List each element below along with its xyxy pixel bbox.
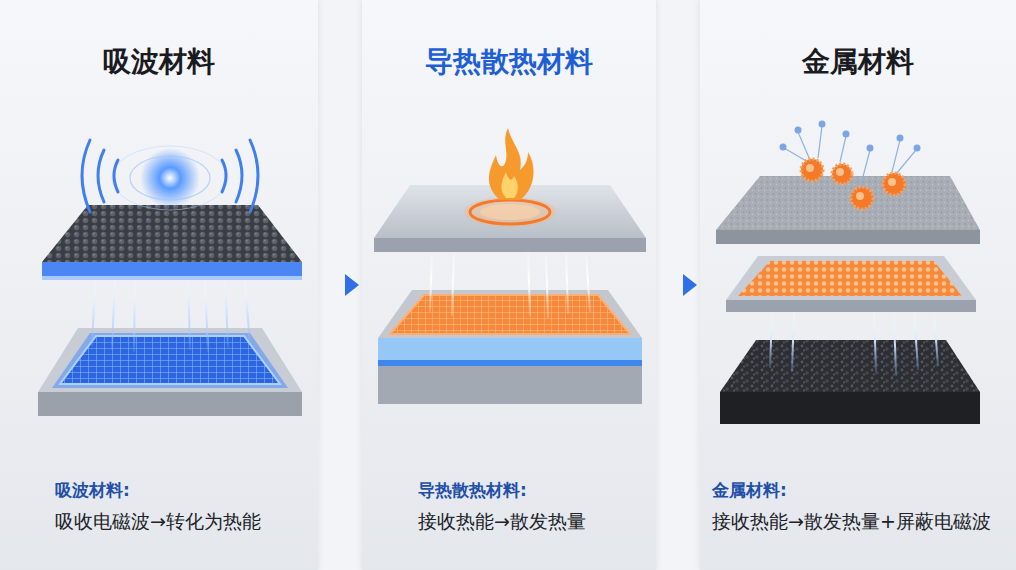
- arrow-shaft: [659, 282, 685, 288]
- arrow-head: [683, 274, 697, 296]
- absorber-illustration: [0, 0, 318, 570]
- panel-title: 导热散热材料: [362, 42, 656, 82]
- flow-arrow: [321, 274, 359, 296]
- material-panel: 金属材料金属材料: 接收热能→散发热量+屏蔽电磁波: [700, 0, 1016, 570]
- wave-signal: [82, 140, 258, 212]
- energy-beams: [92, 274, 250, 356]
- panel-title: 吸波材料: [0, 42, 318, 82]
- foam-base: [720, 340, 980, 424]
- panel-title: 金属材料: [700, 42, 1016, 82]
- flame-icon: [489, 128, 534, 200]
- arrow-shaft: [321, 282, 347, 288]
- caption-heading: 金属材料:: [700, 478, 1016, 502]
- caption-heading: 导热散热材料:: [362, 478, 656, 502]
- honeycomb-plate: [726, 256, 976, 312]
- particles: [780, 121, 921, 210]
- arrow-head: [345, 274, 359, 296]
- caption-heading: 吸波材料:: [0, 478, 318, 502]
- flow-arrow: [659, 274, 697, 296]
- caption-body: 吸收电磁波→转化为热能: [0, 508, 318, 534]
- heat-beams: [430, 250, 590, 320]
- material-panel: 吸波材料吸波材料: 吸收电磁波→转化为热能: [0, 0, 318, 570]
- caption-body: 接收热能→散发热量+屏蔽电磁波: [700, 508, 1016, 534]
- material-panel: 导热散热材料导热散热材料: 接收热能→散发热量: [362, 0, 656, 570]
- absorber-plate: [42, 205, 302, 280]
- metal-plate: [716, 176, 980, 244]
- caption-body: 接收热能→散发热量: [362, 508, 656, 534]
- base-slab: [378, 338, 642, 404]
- cool-beams: [770, 310, 938, 378]
